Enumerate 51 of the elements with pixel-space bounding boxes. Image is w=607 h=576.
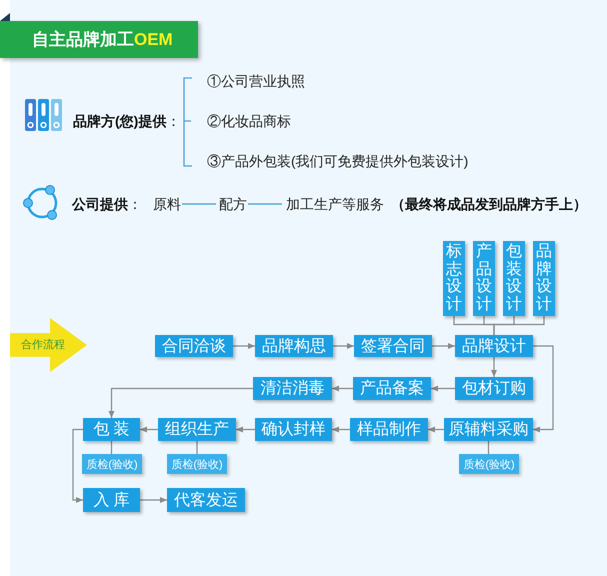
list-item: ①公司营业执照 bbox=[207, 72, 306, 90]
connector-line bbox=[488, 441, 490, 454]
arrow bbox=[432, 343, 455, 349]
connector-line bbox=[248, 203, 282, 205]
title-banner: 自主品牌加工OEM bbox=[0, 21, 198, 58]
process-box: 原辅料采购 bbox=[444, 418, 533, 441]
arrow bbox=[431, 386, 455, 392]
step-text: 加工生产等服务 bbox=[282, 194, 388, 214]
process-box: 入 库 bbox=[83, 488, 140, 512]
process-box: 签署合同 bbox=[354, 335, 432, 357]
provider-label: 公司提供： bbox=[72, 195, 143, 214]
process-box: 品牌构思 bbox=[255, 335, 333, 357]
arrow bbox=[332, 386, 353, 392]
list-item: ③产品外包装(我们可免费提供外包装设计) bbox=[207, 152, 470, 170]
arrow bbox=[236, 426, 255, 432]
arrow bbox=[428, 426, 444, 432]
process-box: 清洁消毒 bbox=[253, 377, 332, 400]
arrow bbox=[72, 428, 83, 503]
process-box: 合同洽谈 bbox=[155, 335, 233, 357]
process-box: 确认封样 bbox=[255, 418, 332, 441]
qc-box: 质检(验收) bbox=[459, 454, 519, 474]
list-item: ②化妆品商标 bbox=[207, 112, 292, 130]
process-box: 组织生产 bbox=[158, 418, 236, 441]
step-text: 配方 bbox=[216, 194, 248, 214]
arrow bbox=[333, 343, 354, 349]
process-box: 代客发运 bbox=[167, 488, 245, 512]
arrow bbox=[533, 345, 554, 432]
arrow bbox=[108, 388, 253, 418]
qc-box: 质检(验收) bbox=[167, 454, 227, 474]
arrow bbox=[491, 357, 497, 377]
qc-box: 质检(验收) bbox=[82, 454, 142, 474]
provider-label: 品牌方(您)提供： bbox=[73, 112, 182, 130]
arrow bbox=[140, 497, 167, 503]
process-box: 包 装 bbox=[83, 418, 140, 441]
connector-line bbox=[493, 316, 545, 335]
design-box: 包装设计 bbox=[503, 241, 525, 316]
process-box: 包材订购 bbox=[455, 377, 533, 400]
design-box: 品牌设计 bbox=[533, 241, 555, 316]
note-text: （最终将成品发到品牌方手上） bbox=[391, 195, 588, 214]
connector-line bbox=[196, 441, 198, 454]
process-box: 品牌设计 bbox=[455, 335, 533, 357]
design-box: 标志设计 bbox=[443, 241, 465, 316]
process-box: 样品制作 bbox=[350, 418, 428, 441]
connector-line bbox=[182, 203, 216, 205]
design-box: 产品设计 bbox=[473, 241, 495, 316]
connector-line bbox=[110, 441, 112, 454]
arrow bbox=[140, 426, 158, 432]
arrow bbox=[233, 343, 255, 349]
arrow bbox=[332, 426, 350, 432]
step-text: 原料 bbox=[150, 194, 182, 214]
process-box: 产品备案 bbox=[353, 377, 431, 400]
